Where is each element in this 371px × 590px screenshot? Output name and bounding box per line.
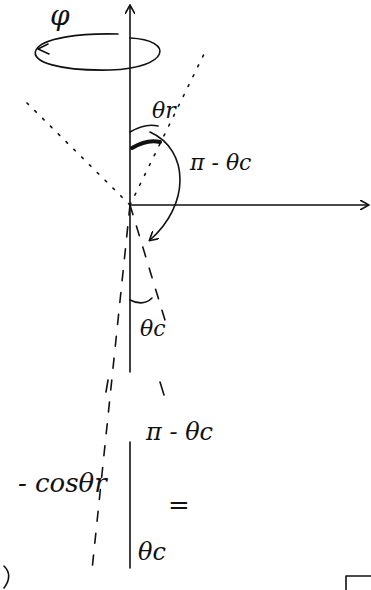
equals-sign: = xyxy=(168,492,190,518)
expression: - cosθr xyxy=(18,470,107,496)
cone-line xyxy=(92,205,130,570)
theta-arc xyxy=(130,125,158,132)
evaluation-bar xyxy=(129,442,131,568)
z-axis xyxy=(129,6,131,372)
cone-line xyxy=(22,98,130,205)
corner-bracket xyxy=(346,576,371,590)
upper-limit: π - θc xyxy=(146,420,213,444)
theta-arc xyxy=(132,141,160,148)
x-axis xyxy=(130,204,368,206)
angle-arc xyxy=(150,132,180,240)
phi-label: φ xyxy=(50,2,70,30)
phi-ellipse xyxy=(35,34,160,70)
angle-label: θr xyxy=(152,100,176,122)
cone-line xyxy=(130,52,205,205)
cone-line xyxy=(130,205,168,330)
stroke-mark xyxy=(160,382,164,395)
paren-mark xyxy=(4,566,9,588)
stroke-mark xyxy=(106,380,108,392)
angle-label: θc xyxy=(140,318,166,340)
phi-arrowhead xyxy=(38,44,49,54)
angle-arc xyxy=(130,298,152,303)
angle-label: π - θc xyxy=(190,152,251,174)
lower-limit: θc xyxy=(138,540,166,564)
